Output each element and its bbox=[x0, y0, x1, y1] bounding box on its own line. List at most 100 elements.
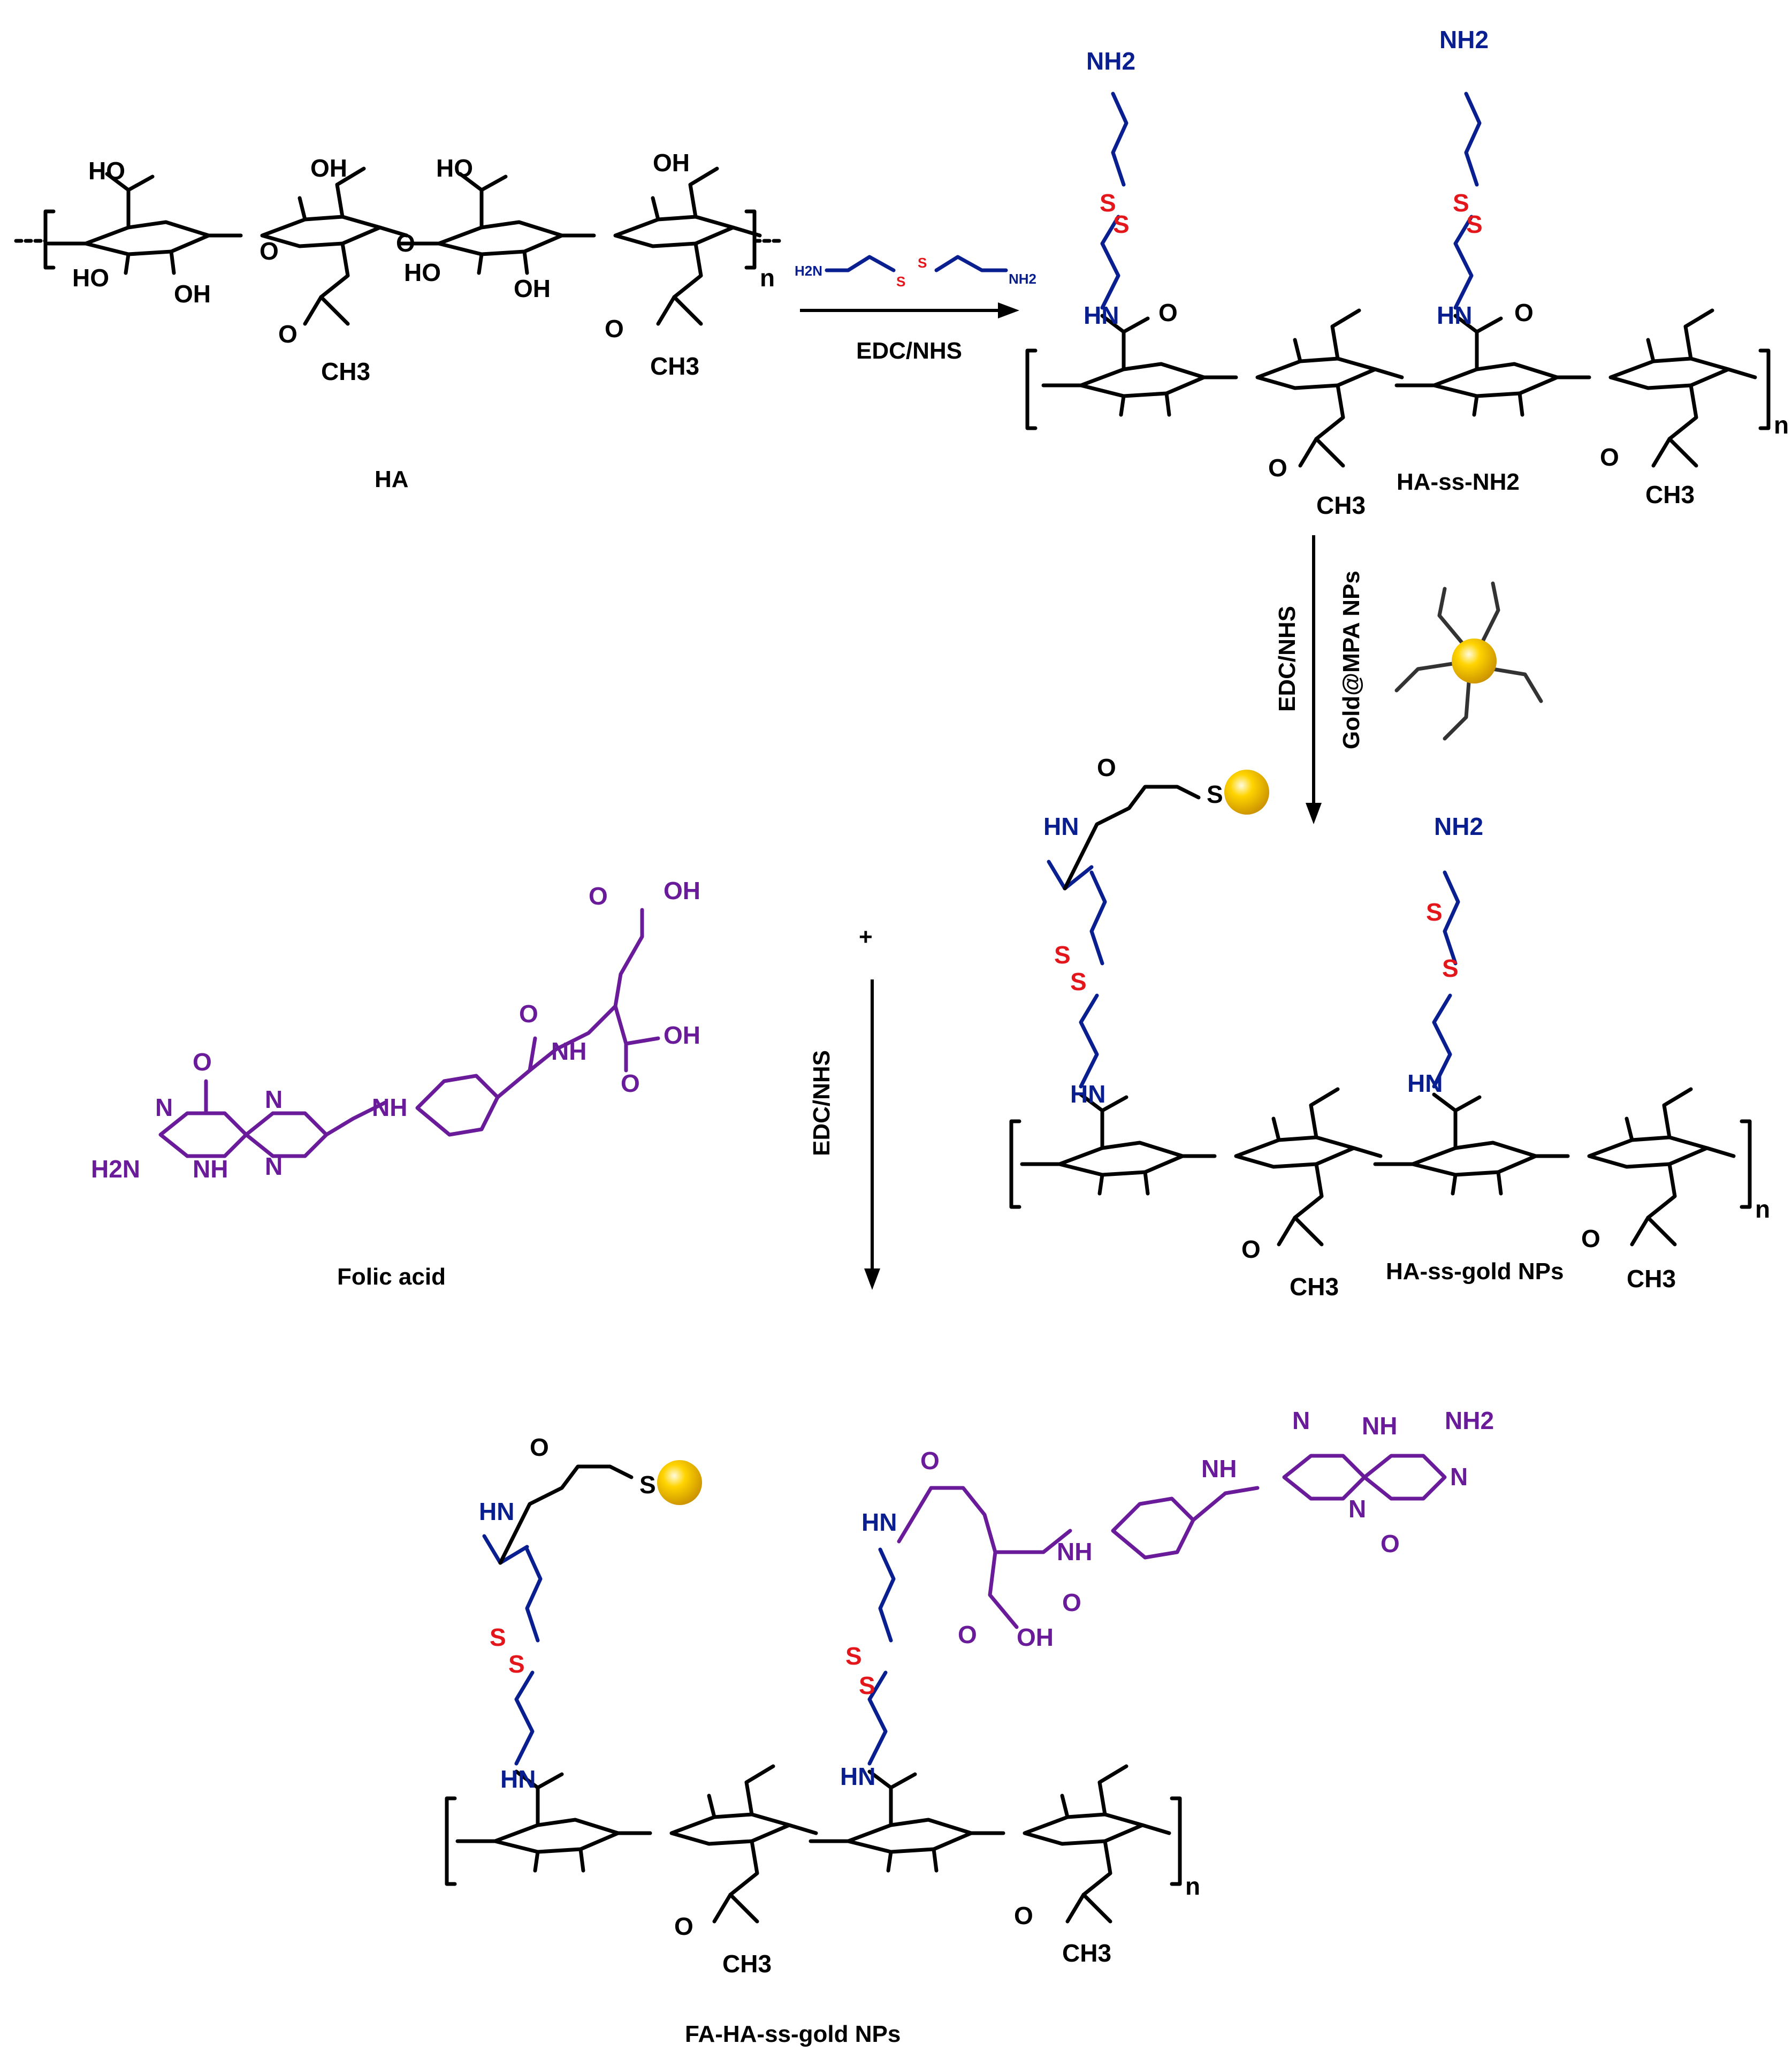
atom-hn: HN bbox=[479, 1498, 514, 1525]
compound-label-product: FA-HA-ss-gold NPs bbox=[685, 2021, 901, 2047]
reagent-step-1: EDC/NHS bbox=[856, 338, 962, 364]
gold-mpa-nanoparticle bbox=[1394, 581, 1543, 741]
ha-structure: n HO HO OH OH HO OH HO OH O O O O CH3 CH… bbox=[14, 149, 783, 492]
atom-ch3: CH3 bbox=[321, 358, 370, 385]
atom-ch3: CH3 bbox=[722, 1950, 772, 1978]
reagent-step-2-particle: Gold@MPA NPs bbox=[1338, 571, 1364, 749]
atom-o: O bbox=[958, 1621, 977, 1648]
atom-nh: NH bbox=[1201, 1455, 1237, 1483]
gold-nanoparticle-icon bbox=[1224, 770, 1269, 815]
repeat-n: n bbox=[1185, 1872, 1200, 1900]
atom-n: N bbox=[1450, 1463, 1468, 1491]
atom-hn: HN bbox=[840, 1762, 875, 1790]
atom-nh2: NH2 bbox=[1434, 812, 1483, 840]
reagent-step-3: EDC/NHS bbox=[809, 1050, 835, 1156]
arrowhead-icon bbox=[998, 302, 1019, 318]
atom-s: S bbox=[639, 1471, 656, 1499]
atom-nh: NH bbox=[551, 1037, 586, 1065]
atom-c-eq-o: O bbox=[1241, 1235, 1261, 1263]
atom-h2n: H2N bbox=[91, 1155, 140, 1183]
atom-ch3: CH3 bbox=[1645, 481, 1695, 508]
reagent-step-2: EDC/NHS bbox=[1274, 606, 1300, 712]
atom-s: S bbox=[1054, 941, 1071, 969]
atom-ch3: CH3 bbox=[1316, 491, 1366, 519]
atom-ho: HO bbox=[72, 264, 109, 292]
atom-ch3: CH3 bbox=[1290, 1273, 1339, 1301]
repeat-n: n bbox=[760, 264, 775, 292]
atom-s: S bbox=[490, 1623, 506, 1651]
atom-ch3: CH3 bbox=[1627, 1265, 1676, 1293]
atom-hn: HN bbox=[861, 1508, 897, 1536]
reaction-step-2: EDC/NHS Gold@MPA NPs bbox=[1274, 535, 1543, 824]
atom-ch3: CH3 bbox=[650, 352, 699, 380]
atom-o: O bbox=[589, 882, 608, 910]
atom-n: N bbox=[1348, 1495, 1366, 1523]
compound-label-ha: HA bbox=[375, 466, 409, 492]
repeat-n: n bbox=[1755, 1195, 1770, 1223]
atom-nh: NH bbox=[372, 1093, 407, 1121]
folic-acid-structure: O N N N H2N NH NH O NH OH O OH O Folic a… bbox=[91, 877, 700, 1290]
cystamine-s: S bbox=[896, 273, 905, 290]
ha-ss-gold-structure: n S O HN S S S S NH2 HN HN O O CH3 CH3 H… bbox=[1009, 754, 1770, 1301]
atom-o: O bbox=[920, 1447, 940, 1475]
compound-label-folic-acid: Folic acid bbox=[337, 1264, 446, 1290]
atom-n: N bbox=[155, 1093, 173, 1121]
atom-s: S bbox=[1207, 780, 1223, 808]
atom-c-eq-o: O bbox=[1158, 299, 1178, 326]
atom-c-eq-o: O bbox=[1014, 1902, 1033, 1929]
atom-n: N bbox=[265, 1085, 283, 1113]
atom-o: O bbox=[519, 1000, 538, 1028]
arrowhead-icon bbox=[1306, 803, 1322, 824]
reaction-step-1: H2N S S NH2 EDC/NHS bbox=[795, 255, 1036, 364]
gold-nanoparticle-icon bbox=[657, 1460, 702, 1505]
atom-ho: HO bbox=[404, 259, 441, 286]
atom-hn: HN bbox=[1437, 301, 1472, 329]
cystamine-nh2: NH2 bbox=[1009, 271, 1036, 287]
atom-hn: HN bbox=[1084, 301, 1119, 329]
atom-hn: HN bbox=[500, 1765, 536, 1793]
atom-oh: OH bbox=[174, 280, 211, 308]
atom-c-eq-o: O bbox=[1268, 454, 1287, 482]
atom-c-eq-o: O bbox=[1581, 1225, 1600, 1252]
atom-nh2: NH2 bbox=[1439, 26, 1489, 54]
atom-c-eq-o: O bbox=[674, 1912, 693, 1940]
atom-nh2: NH2 bbox=[1086, 47, 1135, 75]
atom-c-eq-o: O bbox=[605, 315, 624, 343]
atom-s: S bbox=[1442, 954, 1459, 982]
repeat-n: n bbox=[1774, 411, 1789, 439]
atom-c-eq-o: O bbox=[278, 320, 298, 348]
atom-o: O bbox=[1062, 1589, 1081, 1616]
atom-s: S bbox=[859, 1671, 875, 1699]
atom-o: O bbox=[396, 229, 415, 257]
gold-nanoparticle-icon bbox=[1452, 639, 1497, 683]
atom-o: O bbox=[1381, 1530, 1400, 1557]
atom-nh: NH bbox=[193, 1155, 228, 1183]
atom-s: S bbox=[508, 1650, 525, 1678]
atom-hn: HN bbox=[1070, 1080, 1105, 1108]
atom-s: S bbox=[1100, 189, 1116, 217]
atom-s: S bbox=[1466, 210, 1483, 238]
atom-oh: OH bbox=[310, 154, 347, 182]
atom-hn: HN bbox=[1407, 1069, 1443, 1097]
atom-c-eq-o: O bbox=[1097, 754, 1116, 781]
reaction-step-3: + EDC/NHS bbox=[809, 924, 880, 1290]
atom-s: S bbox=[1426, 898, 1443, 926]
atom-oh: OH bbox=[664, 877, 700, 905]
atom-ho: HO bbox=[88, 157, 125, 185]
atom-o: O bbox=[260, 237, 279, 265]
atom-oh: OH bbox=[1017, 1623, 1054, 1651]
atom-ho: HO bbox=[436, 154, 473, 182]
atom-oh: OH bbox=[653, 149, 690, 177]
atom-nh2: NH2 bbox=[1445, 1407, 1494, 1434]
atom-c-eq-o: O bbox=[530, 1433, 549, 1461]
plus-sign: + bbox=[859, 924, 873, 950]
atom-nh: NH bbox=[1057, 1538, 1092, 1566]
atom-n: N bbox=[1292, 1407, 1310, 1434]
atom-ch3: CH3 bbox=[1062, 1939, 1111, 1967]
arrowhead-icon bbox=[864, 1268, 880, 1290]
ha-ss-nh2-structure: n HN HN S S S S NH2 NH2 O O O O CH3 CH3 … bbox=[1025, 26, 1789, 519]
atom-hn: HN bbox=[1043, 812, 1079, 840]
atom-c-eq-o: O bbox=[1600, 443, 1619, 471]
atom-c-eq-o: O bbox=[1514, 299, 1534, 326]
